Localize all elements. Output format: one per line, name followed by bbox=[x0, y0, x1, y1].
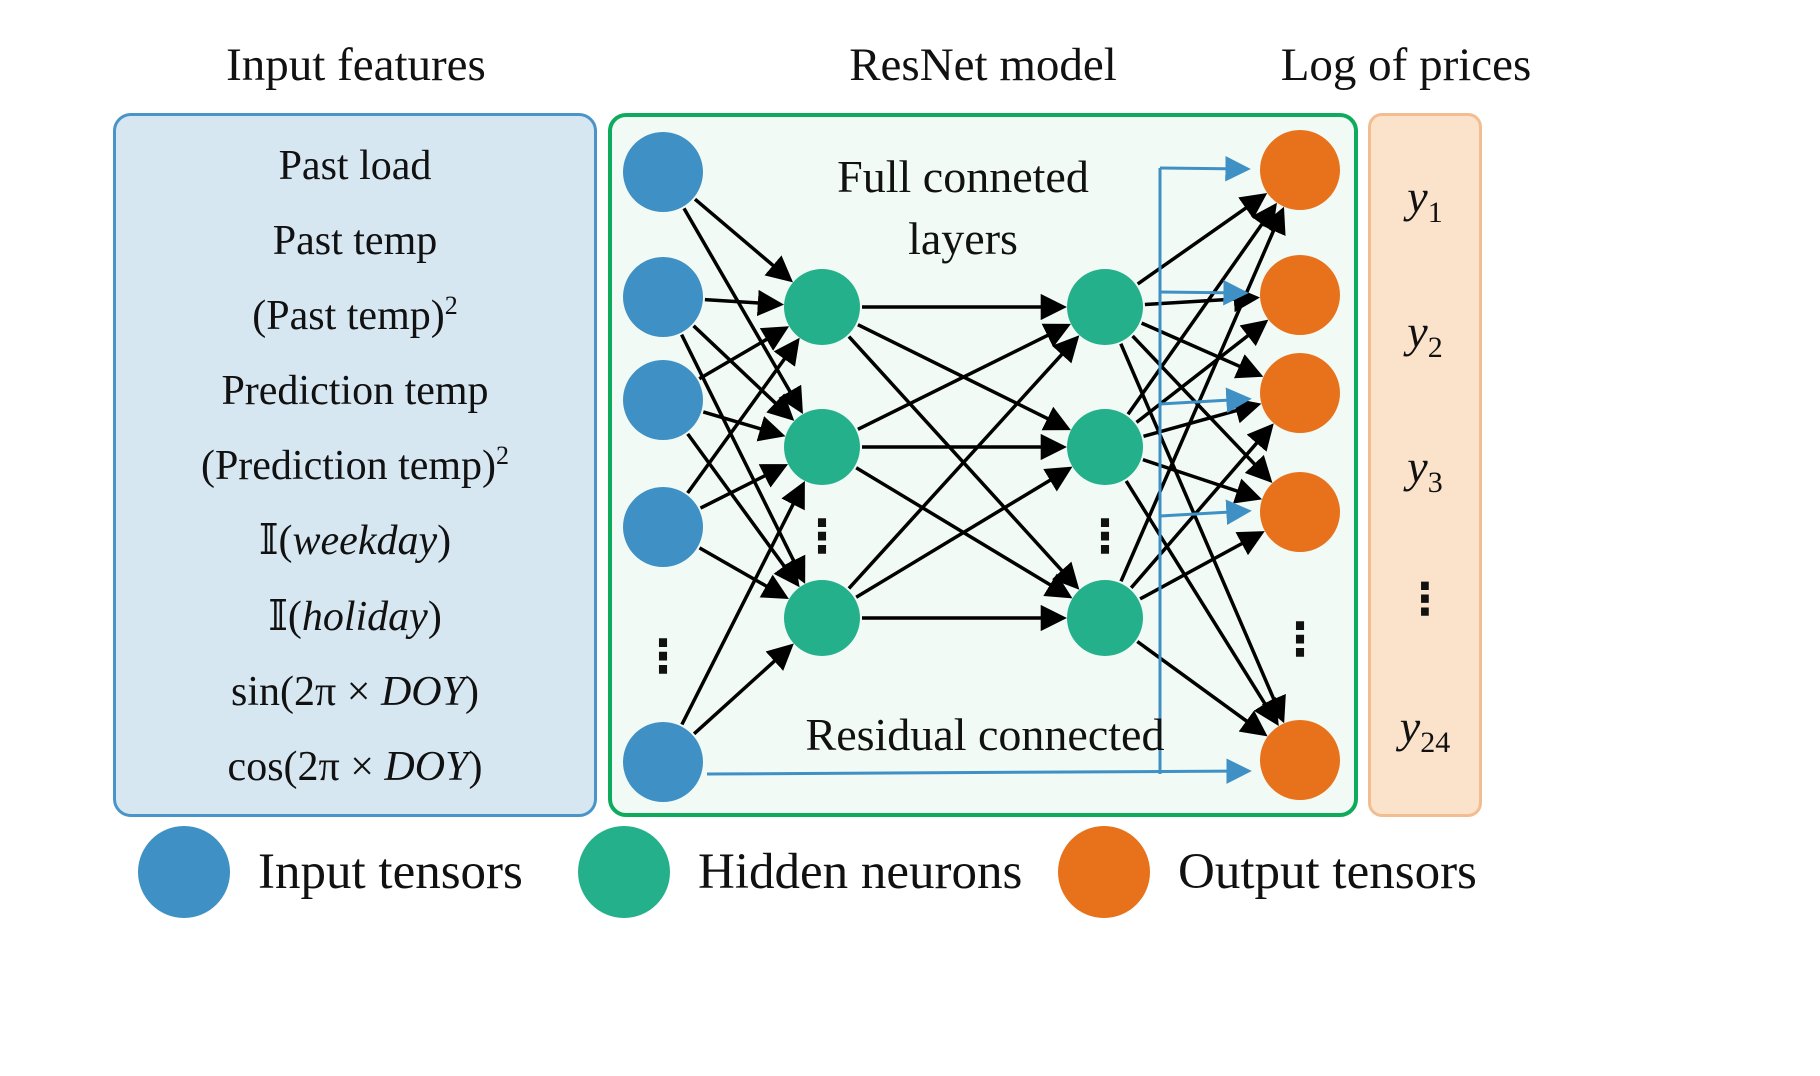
legend-item-output-tensors: Output tensors bbox=[1058, 826, 1477, 918]
price-label-y24: y24 bbox=[1400, 700, 1450, 760]
price-labels-list: y1 y2 y3 ⋮ y24 bbox=[1368, 150, 1482, 790]
feature-text: cos(2π × bbox=[227, 743, 385, 790]
feature-item-past-load: Past load bbox=[113, 142, 597, 189]
feature-sup: 2 bbox=[444, 291, 458, 321]
feature-post: ) bbox=[464, 668, 479, 715]
feature-item-cos-doy: cos(2π × DOY) bbox=[113, 743, 597, 790]
feature-text: Prediction temp bbox=[221, 368, 489, 415]
legend: Input tensors Hidden neurons Output tens… bbox=[0, 826, 1820, 936]
feature-italic: holiday bbox=[301, 593, 428, 640]
input-features-header: Input features bbox=[226, 39, 486, 91]
price-label-y1: y1 bbox=[1407, 170, 1442, 230]
price-var: y bbox=[1407, 171, 1428, 222]
feature-text: (Prediction temp) bbox=[200, 443, 497, 490]
feature-post: ) bbox=[468, 743, 483, 790]
feature-text: 𝕀( bbox=[268, 593, 302, 640]
price-label-y2: y2 bbox=[1407, 305, 1442, 365]
resnet-model-header: ResNet model bbox=[849, 39, 1117, 91]
feature-text: Past load bbox=[278, 143, 432, 189]
price-var: y bbox=[1407, 440, 1428, 492]
input-features-box bbox=[113, 113, 597, 817]
price-var: y bbox=[1399, 700, 1421, 752]
feature-italic: DOY bbox=[380, 668, 465, 715]
ellipsis-glyph: ⋮ bbox=[1403, 575, 1447, 625]
input-tensor-swatch-icon bbox=[138, 826, 230, 918]
feature-post: ) bbox=[427, 593, 442, 640]
log-of-prices-header: Log of prices bbox=[1280, 39, 1532, 91]
input-features-list: Past load Past temp (Past temp)2 Predict… bbox=[113, 128, 597, 804]
legend-label: Output tensors bbox=[1178, 844, 1477, 900]
price-sub: 3 bbox=[1427, 465, 1443, 499]
feature-sup: 2 bbox=[496, 441, 510, 471]
hidden-neuron-swatch-icon bbox=[578, 826, 670, 918]
feature-item-past-temp-squared: (Past temp)2 bbox=[113, 291, 597, 340]
feature-item-past-temp: Past temp bbox=[113, 217, 597, 264]
feature-item-holiday-indicator: 𝕀(holiday) bbox=[113, 593, 597, 640]
feature-post: ) bbox=[437, 518, 452, 565]
resnet-model-box bbox=[608, 113, 1358, 817]
price-sub: 2 bbox=[1427, 330, 1443, 364]
legend-label: Hidden neurons bbox=[698, 844, 1023, 900]
legend-label: Input tensors bbox=[258, 844, 523, 900]
log-of-prices-box bbox=[1368, 113, 1482, 817]
output-tensor-swatch-icon bbox=[1058, 826, 1150, 918]
legend-item-hidden-neurons: Hidden neurons bbox=[578, 826, 1022, 918]
feature-item-prediction-temp: Prediction temp bbox=[113, 367, 597, 414]
feature-item-prediction-temp-squared: (Prediction temp)2 bbox=[113, 441, 597, 490]
price-label-y3: y3 bbox=[1407, 440, 1442, 500]
feature-text: (Past temp) bbox=[252, 293, 445, 340]
feature-item-weekday-indicator: 𝕀(weekday) bbox=[113, 517, 597, 564]
feature-item-sin-doy: sin(2π × DOY) bbox=[113, 668, 597, 715]
feature-text: sin(2π × bbox=[231, 668, 381, 715]
price-var: y bbox=[1407, 305, 1428, 357]
price-sub: 1 bbox=[1427, 196, 1443, 230]
feature-italic: DOY bbox=[384, 743, 469, 790]
price-sub: 24 bbox=[1420, 726, 1451, 759]
feature-text: Past temp bbox=[272, 218, 438, 265]
feature-italic: weekday bbox=[292, 518, 438, 565]
price-ellipsis: ⋮ bbox=[1403, 574, 1447, 625]
legend-item-input-tensors: Input tensors bbox=[138, 826, 523, 918]
feature-text: 𝕀( bbox=[258, 518, 293, 565]
